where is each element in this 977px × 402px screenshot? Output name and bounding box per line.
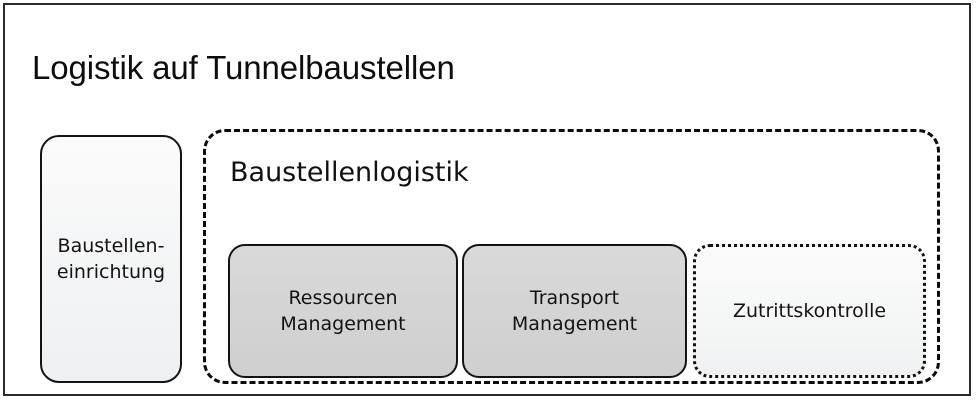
group-baustellenlogistik: Baustellenlogistik Ressourcen Management…	[203, 129, 940, 384]
node-transport-management: Transport Management	[462, 244, 687, 378]
node-baustelleneinrichtung-label: Baustellen- einrichtung	[56, 235, 166, 283]
figure-title: Logistik auf Tunnelbaustellen	[32, 49, 455, 86]
group-baustellenlogistik-title: Baustellenlogistik	[230, 157, 469, 188]
node-transport-management-label: Transport Management	[511, 287, 638, 335]
group-items-row: Ressourcen Management Transport Manageme…	[228, 244, 926, 378]
node-ressourcen-management: Ressourcen Management	[228, 244, 458, 378]
node-baustelleneinrichtung: Baustellen- einrichtung	[40, 135, 182, 383]
node-zutrittskontrolle-label: Zutrittskontrolle	[732, 300, 887, 322]
node-ressourcen-management-label: Ressourcen Management	[280, 287, 406, 335]
node-zutrittskontrolle: Zutrittskontrolle	[693, 244, 926, 378]
figure-frame: Logistik auf Tunnelbaustellen Baustellen…	[3, 3, 971, 396]
